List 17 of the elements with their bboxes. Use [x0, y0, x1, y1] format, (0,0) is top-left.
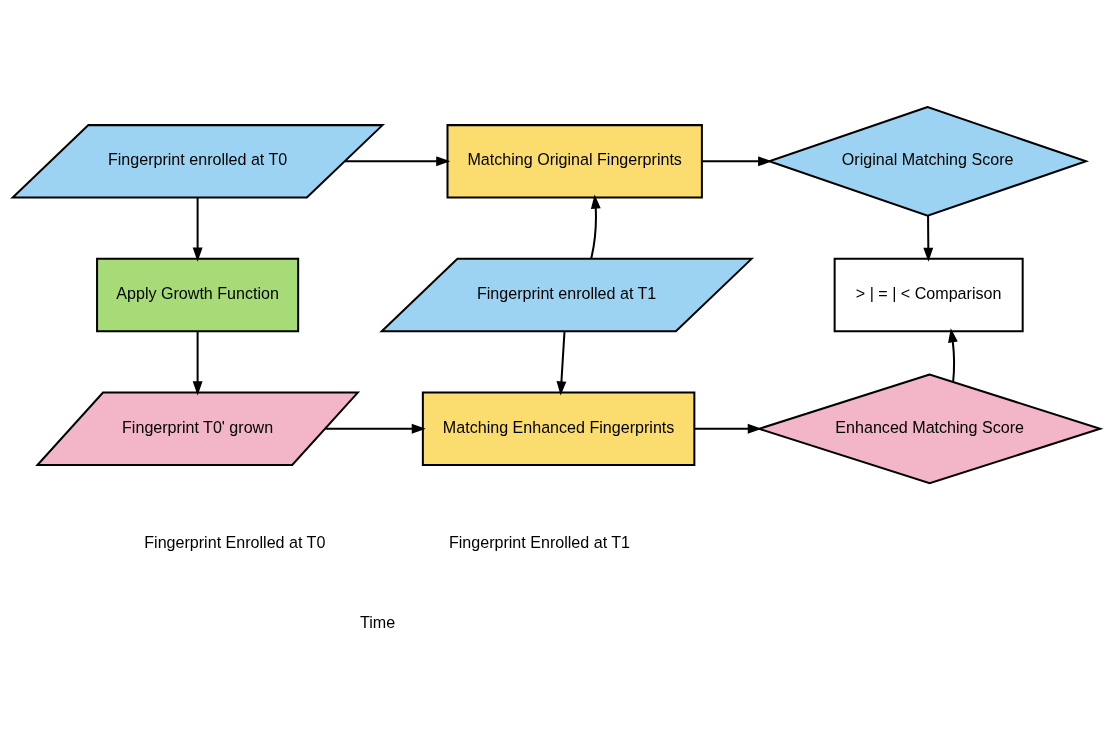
arrow — [694, 423, 762, 434]
label: Fingerprint Enrolled at T0 — [144, 533, 326, 552]
arrow — [590, 194, 601, 259]
arrow — [344, 156, 451, 167]
arrow — [192, 331, 203, 396]
label: Fingerprint Enrolled at T1 — [448, 533, 631, 552]
arrow — [325, 423, 426, 434]
arrow — [192, 197, 203, 262]
node-box: Matching Original Fingerprints — [446, 124, 703, 199]
arrow — [948, 328, 958, 383]
node-box: > | = | < Comparison — [833, 257, 1024, 333]
arrow — [923, 215, 934, 262]
arrow — [702, 156, 773, 167]
node-box: Matching Enhanced Fingerprints — [421, 391, 696, 466]
arrow — [556, 331, 567, 396]
label: Time — [360, 612, 396, 631]
node-box: Apply Growth Function — [96, 257, 300, 333]
